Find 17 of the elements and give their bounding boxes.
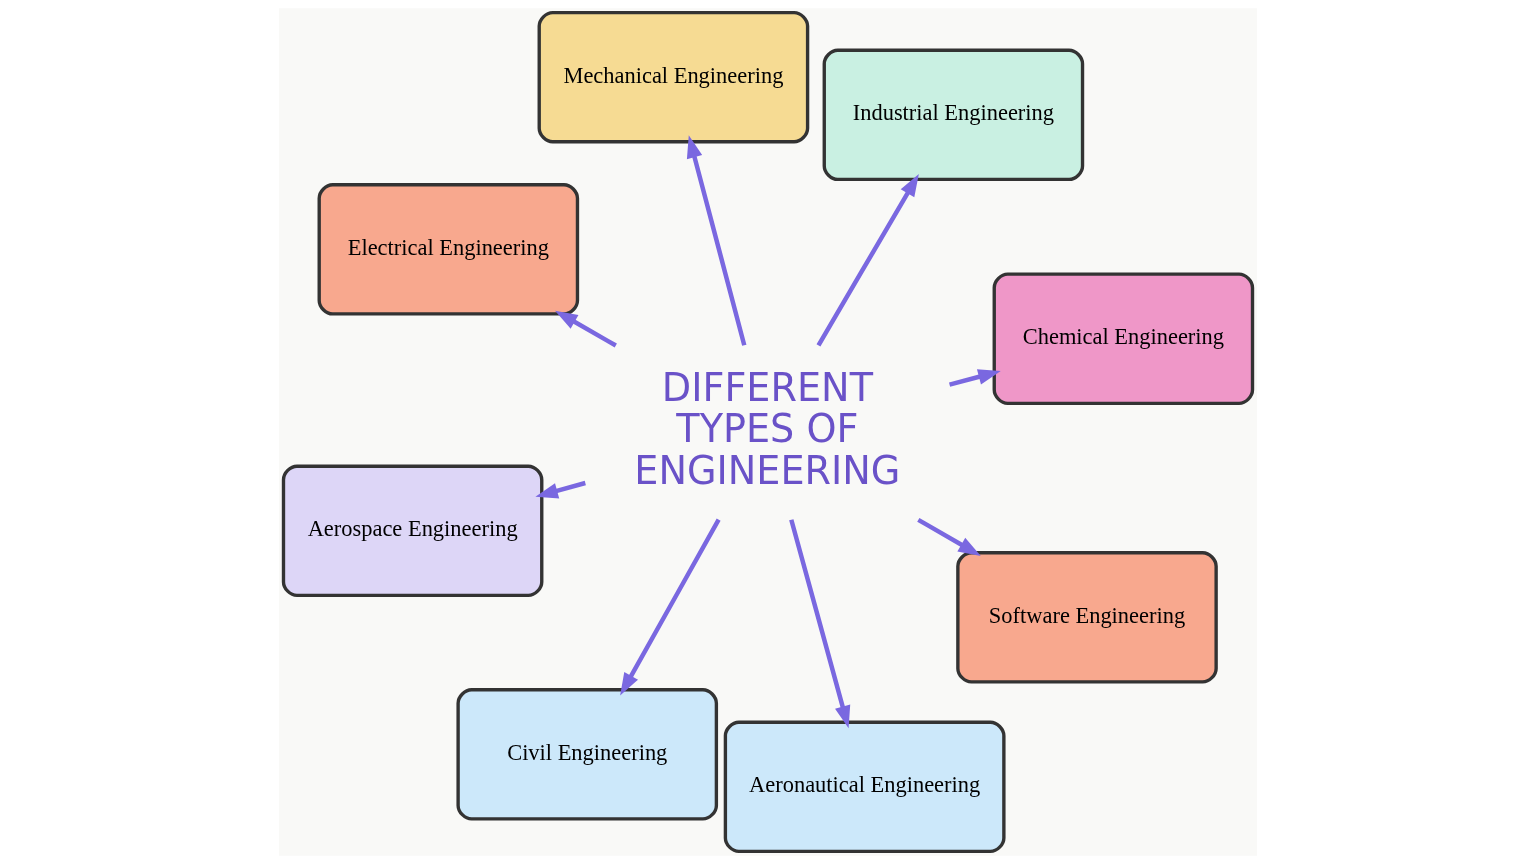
- arrow: [555, 310, 617, 348]
- arrow: [917, 517, 981, 556]
- arrow: [789, 519, 851, 729]
- node-box: Electrical Engineering: [317, 183, 580, 316]
- node-box: Aeronautical Engineering: [723, 720, 1006, 854]
- node-text: DIFFERENT TYPES OF ENGINEERING: [634, 365, 901, 493]
- arrow: [686, 135, 747, 346]
- node-box: Mechanical Engineering: [537, 10, 810, 144]
- node-box: Chemical Engineering: [992, 272, 1255, 405]
- arrow: [535, 480, 586, 499]
- node-box: Civil Engineering: [456, 688, 719, 821]
- arrow: [620, 518, 721, 696]
- arrow: [816, 173, 919, 347]
- arrow: [949, 369, 1001, 387]
- node-box: Software Engineering: [956, 551, 1218, 684]
- node-box: Aerospace Engineering: [281, 464, 544, 598]
- node-box: Industrial Engineering: [822, 48, 1085, 182]
